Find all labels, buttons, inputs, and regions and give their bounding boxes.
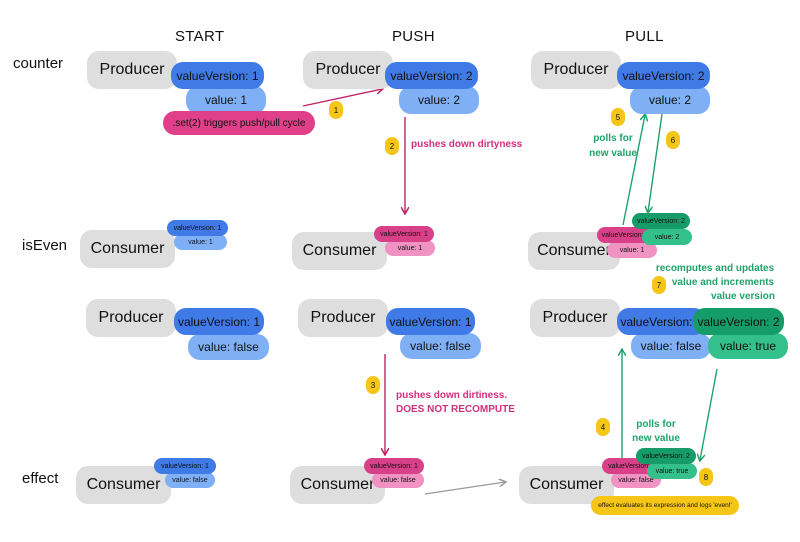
step-6-badge: 6 xyxy=(666,131,680,149)
counter-version-start: valueVersion: 1 xyxy=(171,62,264,89)
step-1-badge: 1 xyxy=(329,101,343,119)
is-even-consumer-start: Consumer xyxy=(80,230,175,268)
step-5-note-line-2: new value xyxy=(589,148,637,159)
effect-consumer-value-push: value: false xyxy=(372,472,424,488)
is-even-consumer-new-value-pull: value: 2 xyxy=(642,229,692,245)
step-3-note-line-2: DOES NOT RECOMPUTE xyxy=(396,404,515,415)
counter-value-start: value: 1 xyxy=(186,86,266,114)
arrow-set-to-push xyxy=(302,89,382,107)
counter-producer-pull: Producer xyxy=(531,51,621,89)
step-5-badge: 5 xyxy=(611,108,625,126)
is-even-producer-new-value-pull: value: true xyxy=(708,333,788,359)
is-even-producer-version-push: valueVersion: 1 xyxy=(386,308,475,335)
effect-consumer-value-start: value: false xyxy=(165,472,215,488)
is-even-producer-old-value-pull: value: false xyxy=(631,333,711,359)
step-2-note: pushes down dirtyness xyxy=(411,139,523,150)
is-even-consumer-version-start: valueVersion: 1 xyxy=(167,220,228,236)
is-even-producer-value-start: value: false xyxy=(188,334,269,360)
counter-version-pull: valueVersion: 2 xyxy=(617,62,710,89)
is-even-consumer-value-push: value: 1 xyxy=(385,240,435,256)
is-even-producer-old-version-pull: valueVersion: 1 xyxy=(617,308,706,335)
set-trigger-label: .set(2) triggers push/pull cycle xyxy=(163,111,315,135)
effect-consumer-version-push: valueVersion: 1 xyxy=(364,458,424,474)
column-header-push: PUSH xyxy=(392,28,435,45)
effect-consumer-start: Consumer xyxy=(76,466,171,504)
is-even-producer-version-start: valueVersion: 1 xyxy=(174,308,264,335)
is-even-consumer-push: Consumer xyxy=(292,232,387,270)
step-4-badge: 4 xyxy=(596,418,610,436)
counter-value-push: value: 2 xyxy=(399,86,479,114)
is-even-producer-push: Producer xyxy=(298,299,388,337)
is-even-consumer-old-value-pull: value: 1 xyxy=(607,242,657,258)
is-even-consumer-new-version-pull: valueVersion: 2 xyxy=(632,213,690,229)
effect-logs-label: effect evaluates its expression and logs… xyxy=(591,496,739,515)
is-even-consumer-version-push: valueVersion: 1 xyxy=(374,226,434,242)
arrow-push-to-pull xyxy=(424,482,505,495)
is-even-producer-value-push: value: false xyxy=(400,333,481,359)
step-8-badge: 8 xyxy=(699,468,713,486)
row-header-effect: effect xyxy=(22,470,59,487)
is-even-consumer-value-start: value: 1 xyxy=(174,234,227,250)
counter-value-pull: value: 2 xyxy=(630,86,710,114)
arrow-return-is-even xyxy=(700,368,718,460)
is-even-producer-new-version-pull: valueVersion: 2 xyxy=(693,308,784,335)
step-3-badge: 3 xyxy=(366,376,380,394)
row-header-counter: counter xyxy=(13,55,64,72)
step-7-note-line-1: recomputes and updates xyxy=(655,263,775,274)
is-even-consumer-old-version-pull: valueVersion: 1 xyxy=(597,227,654,243)
step-4-note-line-1: polls for xyxy=(636,419,676,430)
arrow-return-counter xyxy=(648,113,663,212)
counter-producer-start: Producer xyxy=(87,51,177,89)
step-4-note-line-2: new value xyxy=(632,433,680,444)
step-3-note-line-1: pushes down dirtiness. xyxy=(396,390,508,401)
step-5-note-line-1: polls for xyxy=(593,133,633,144)
is-even-producer-start: Producer xyxy=(86,299,176,337)
row-header-is-even: isEven xyxy=(22,237,68,254)
column-header-pull: PULL xyxy=(625,28,664,45)
effect-consumer-new-version-pull: valueVersion: 2 xyxy=(636,448,696,464)
step-7-note-line-2: value and increments xyxy=(671,277,775,288)
step-7-note-line-3: value version xyxy=(711,291,775,302)
step-2-badge: 2 xyxy=(385,137,399,155)
counter-producer-push: Producer xyxy=(303,51,393,89)
is-even-producer-pull: Producer xyxy=(530,299,620,337)
effect-consumer-version-start: valueVersion: 1 xyxy=(154,458,216,474)
counter-version-push: valueVersion: 2 xyxy=(385,62,478,89)
column-header-start: START xyxy=(175,28,225,45)
step-7-badge: 7 xyxy=(652,276,666,294)
effect-consumer-new-value-pull: value: true xyxy=(647,463,697,479)
